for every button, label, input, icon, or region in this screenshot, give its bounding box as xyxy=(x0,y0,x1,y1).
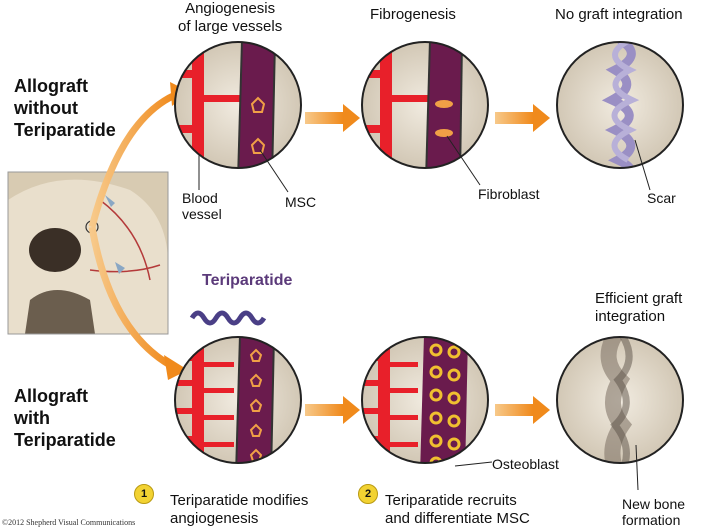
arrow-2-3 xyxy=(495,104,550,132)
header-efficient-integration: Efficient graft integration xyxy=(595,290,683,325)
arrow-4-5 xyxy=(305,396,360,424)
branch-arrow-bottom xyxy=(88,226,188,380)
row-label-with: Allograft with Teriparatide xyxy=(14,386,116,450)
label-osteoblast: Osteoblast xyxy=(492,456,559,472)
step-2-text: Teriparatide recruits and differentiate … xyxy=(385,492,530,527)
circle-angiogenesis-bottom xyxy=(174,336,302,464)
copyright-credit: ©2012 Shepherd Visual Communications xyxy=(2,518,136,527)
label-new-bone: New bone formation xyxy=(622,496,686,528)
circle-osteoblast xyxy=(361,336,489,464)
arrow-5-6 xyxy=(495,396,550,424)
teriparatide-peptide xyxy=(189,310,267,326)
label-scar: Scar xyxy=(647,190,676,206)
header-no-integration: No graft integration xyxy=(555,6,683,23)
step-1-text: Teriparatide modifies angiogenesis xyxy=(170,492,309,527)
skull-illustration xyxy=(8,172,168,334)
label-teriparatide: Teriparatide xyxy=(202,272,293,289)
leader-lines xyxy=(198,135,651,491)
circle-angiogenesis-top xyxy=(174,41,302,169)
circle-new-bone xyxy=(556,336,684,464)
step-2-badge: 2 xyxy=(358,484,378,504)
arrow-1-2 xyxy=(305,104,360,132)
header-angiogenesis: Angiogenesis of large vessels xyxy=(178,0,283,35)
label-fibroblast: Fibroblast xyxy=(478,186,540,202)
header-fibrogenesis: Fibrogenesis xyxy=(370,6,456,23)
step-1-badge: 1 xyxy=(134,484,154,504)
label-blood-vessel: Blood vessel xyxy=(182,190,222,222)
row-label-without: Allograft without Teriparatide xyxy=(14,76,116,140)
circle-scar xyxy=(556,41,684,169)
label-msc: MSC xyxy=(285,194,317,210)
circle-fibrogenesis xyxy=(361,41,489,169)
